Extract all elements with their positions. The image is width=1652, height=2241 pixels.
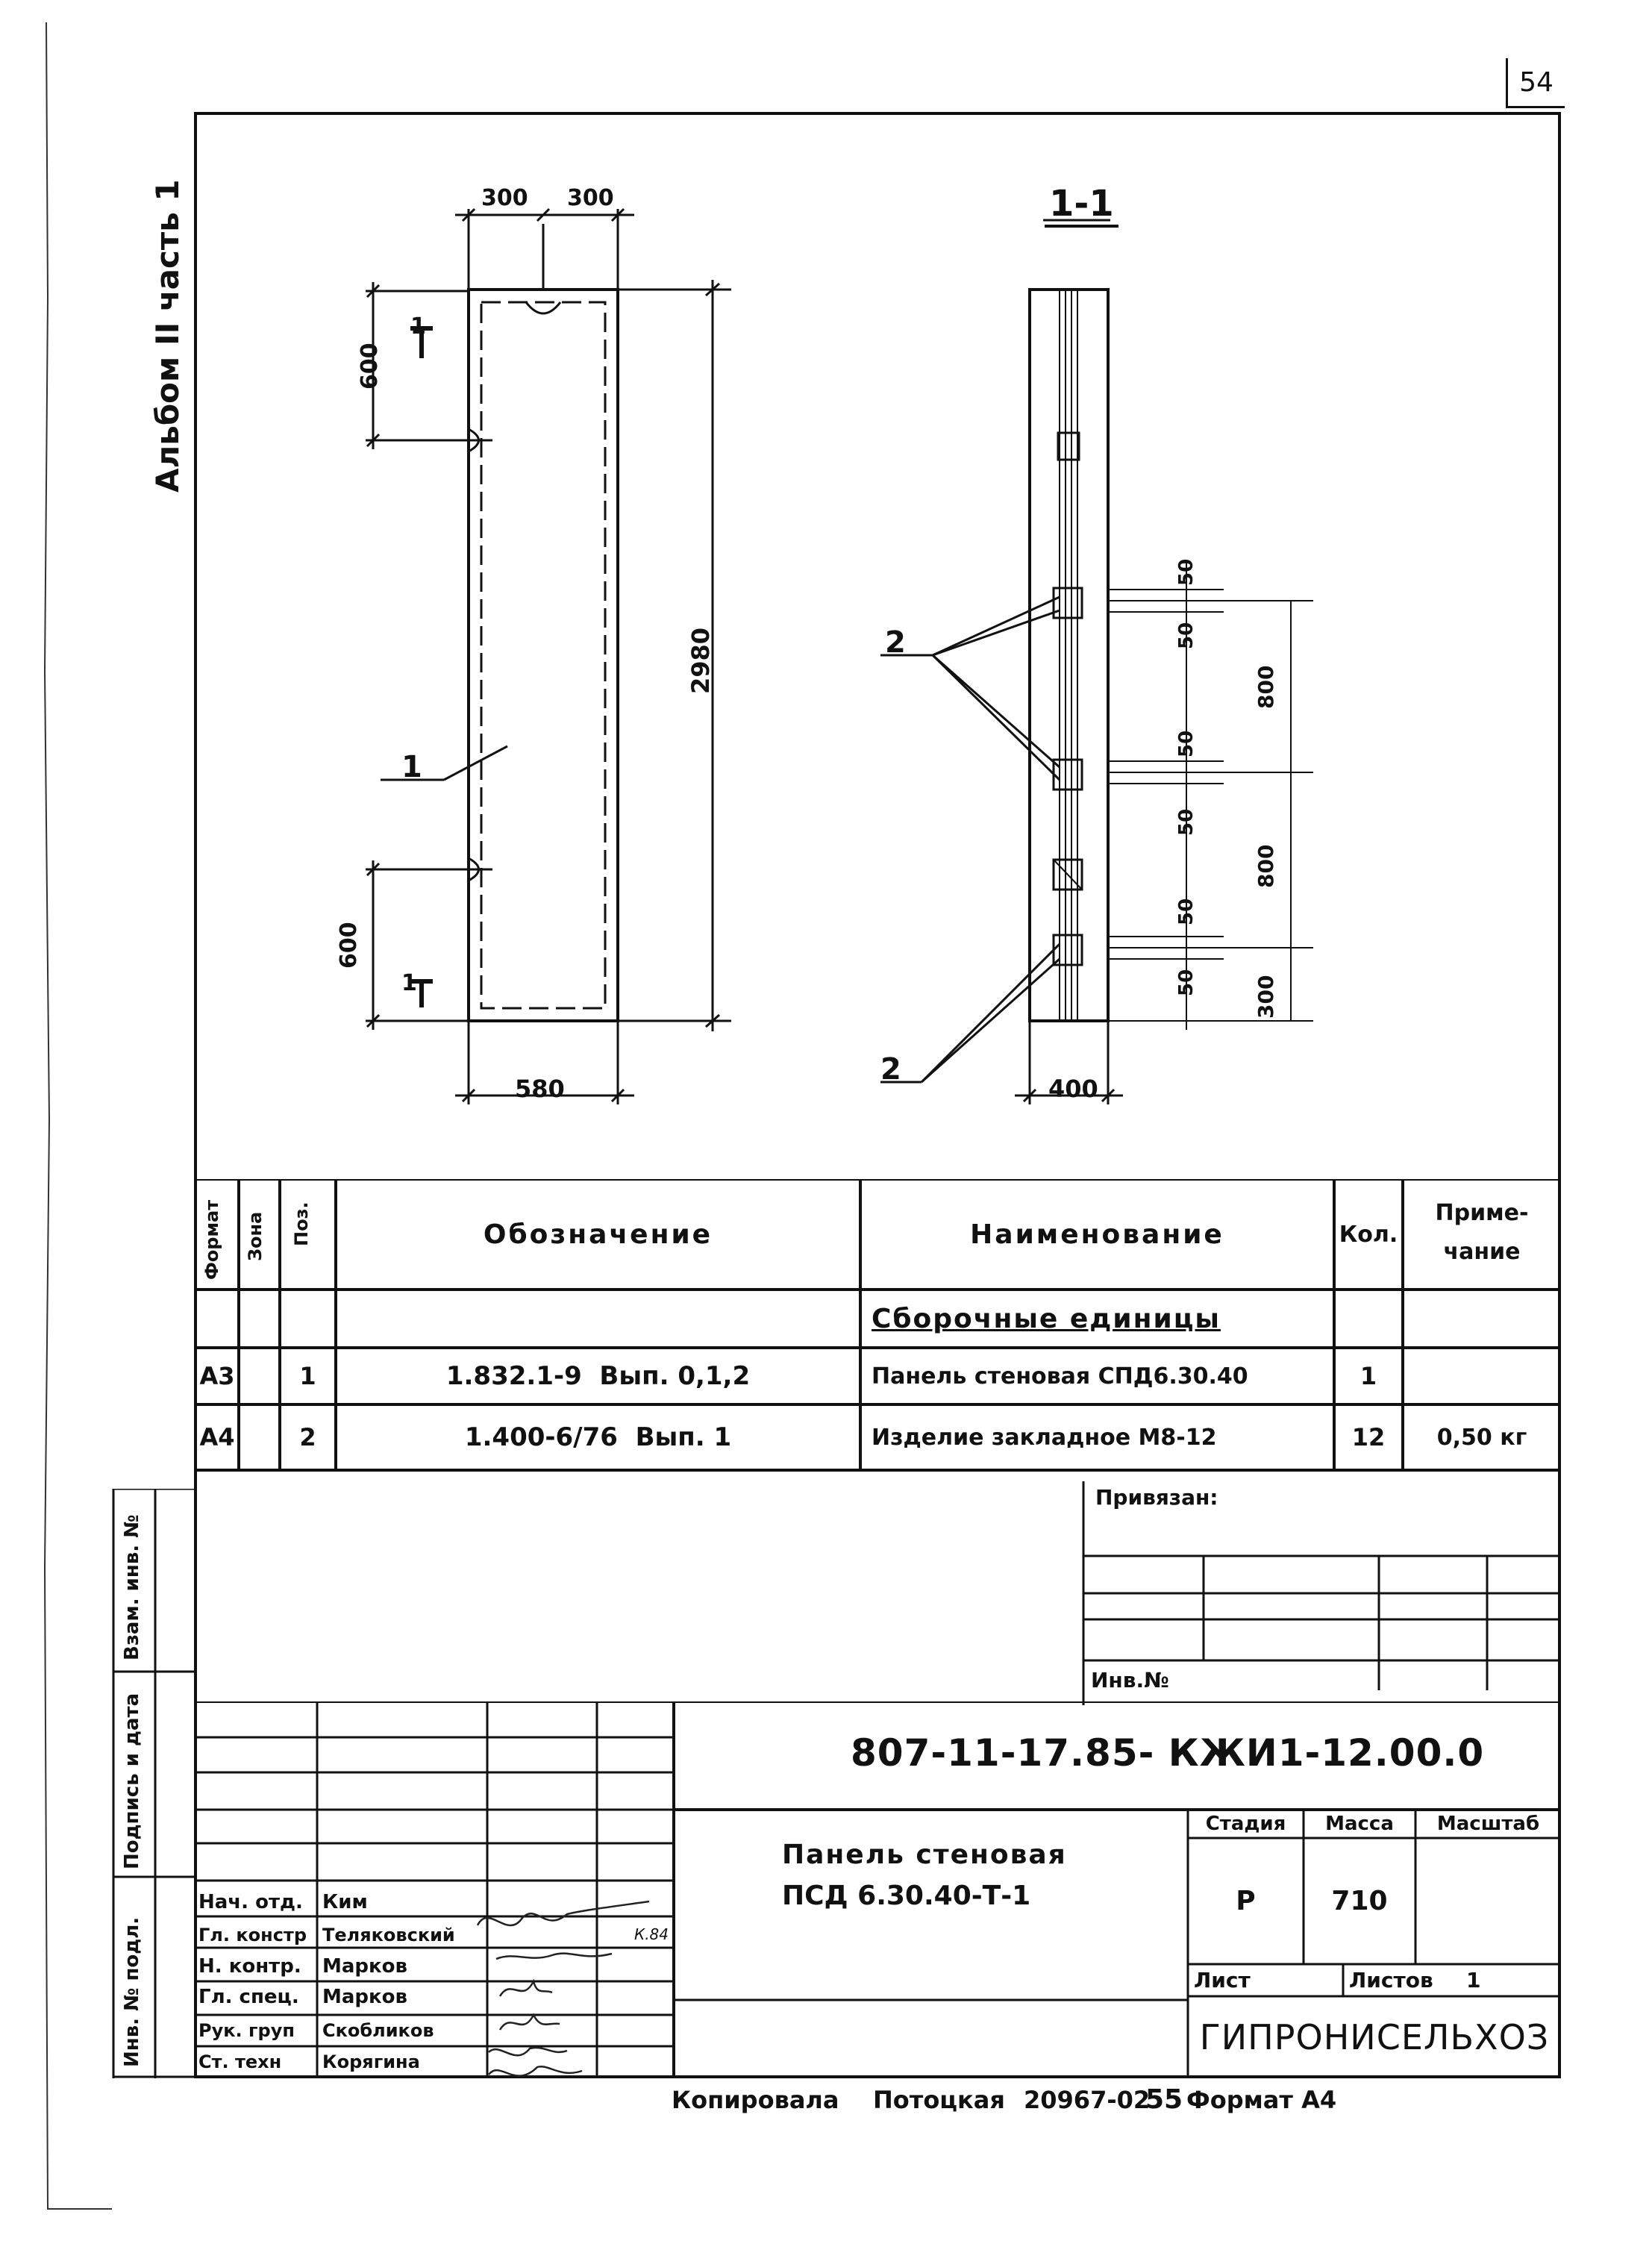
date-note: К.84 [634, 1925, 669, 1943]
dim-s-m1: 50 [1175, 730, 1198, 757]
dim-s-u3: 800 [1254, 665, 1278, 709]
staff-role-1: Нач. отд. [198, 1891, 303, 1913]
section-callout-lower: 2 [880, 1052, 901, 1087]
sheet-number: 54 [1506, 58, 1565, 108]
sheets-value: 1 [1466, 1968, 1481, 1992]
tab-inv: Инв. № подл. [121, 1916, 143, 2067]
row2-format: А4 [199, 1423, 235, 1451]
panel-section-outline [1028, 288, 1110, 1022]
panel-drawing [366, 207, 1313, 1104]
binding-grid [1082, 1481, 1561, 1705]
dim-s-l3: 300 [1254, 975, 1278, 1019]
mass-label: Масса [1325, 1813, 1394, 1835]
dim-height: 2980 [686, 627, 715, 694]
row1-pos: 1 [299, 1362, 316, 1390]
th-name: Наименование [970, 1219, 1224, 1250]
staff-role-4: Гл. спец. [198, 1986, 299, 2008]
footer-order: 20967-02 [1024, 2086, 1151, 2114]
th-designation: Обозначение [483, 1219, 713, 1250]
dim-s-u1: 50 [1175, 558, 1198, 586]
staff-name-4: Марков [322, 1986, 407, 2008]
panel-plan-inner [480, 301, 607, 1010]
title-block-grid [194, 1701, 1561, 2078]
tab-podpis: Подпись и дата [121, 1693, 143, 1869]
stage-label: Стадия [1205, 1813, 1286, 1835]
staff-role-3: Н. контр. [198, 1954, 301, 1978]
section-width: 400 [1048, 1075, 1098, 1103]
row1-format: А3 [199, 1362, 235, 1390]
section-mark-top: 1 [410, 313, 426, 340]
staff-role-6: Ст. техн [198, 2051, 282, 2072]
dim-top-right: 300 [567, 185, 614, 211]
row1-qty: 1 [1360, 1362, 1377, 1390]
th-pos: Поз. [291, 1201, 312, 1246]
row2-note: 0,50 кг [1436, 1424, 1527, 1451]
sheet-label: Лист [1194, 1968, 1251, 1992]
album-label: Альбом II часть 1 [149, 179, 186, 493]
th-note-2: чание [1443, 1238, 1521, 1265]
dim-top-left: 300 [481, 185, 528, 211]
section-title: 1-1 [1045, 183, 1118, 228]
staff-name-1: Ким [322, 1891, 368, 1913]
stage-value: Р [1236, 1886, 1256, 1916]
sheets-label: Листов [1349, 1968, 1433, 1992]
row2-name: Изделие закладное М8-12 [872, 1424, 1217, 1451]
plan-pos-1: 1 [401, 750, 422, 784]
binding-inv: Инв.№ [1091, 1668, 1169, 1693]
drawing-frame [194, 112, 1561, 2078]
th-qty: Кол. [1339, 1221, 1398, 1248]
spec-section-title: Сборочные единицы [872, 1303, 1221, 1334]
footer-format: Формат А4 [1186, 2086, 1337, 2114]
th-note-1: Приме- [1435, 1199, 1529, 1226]
doc-code: 807-11-17.85- КЖИ1-12.00.0 [851, 1731, 1485, 1775]
dim-lower-loop: 600 [336, 922, 362, 969]
row2-pos: 2 [299, 1423, 316, 1451]
row2-designation: 1.400-6/76 Вып. 1 [464, 1422, 732, 1452]
dim-s-m3: 800 [1254, 844, 1278, 888]
staff-name-2: Теляковский [322, 1924, 455, 1945]
product-name-2: ПСД 6.30.40-Т-1 [782, 1881, 1031, 1911]
tab-vzam: Взам. инв. № [121, 1514, 143, 1661]
panel-plan-outline [467, 288, 619, 1022]
dim-s-l2: 50 [1175, 969, 1198, 996]
spec-table-grid [194, 1179, 1561, 1472]
footer-page: 55 [1145, 2084, 1183, 2115]
row2-qty: 12 [1351, 1423, 1386, 1451]
scale-label: Масштаб [1436, 1813, 1540, 1835]
product-name-1: Панель стеновая [782, 1840, 1067, 1870]
left-tab-grid [112, 1489, 195, 2078]
dim-s-u2: 50 [1175, 622, 1198, 649]
th-zone: Зона [245, 1211, 266, 1261]
mass-value: 710 [1331, 1886, 1388, 1916]
section-callout-upper: 2 [885, 625, 906, 660]
dim-width: 580 [515, 1075, 565, 1103]
row1-designation: 1.832.1-9 Вып. 0,1,2 [445, 1361, 751, 1391]
th-format: Формат [201, 1199, 222, 1280]
footer-copier: Потоцкая [873, 2086, 1005, 2114]
staff-name-5: Скобликов [322, 2020, 434, 2041]
staff-name-6: Корягина [322, 2051, 420, 2072]
dim-upper-loop: 600 [357, 343, 383, 390]
section-mark-bottom: 1 [401, 970, 417, 996]
dim-s-m2: 50 [1175, 808, 1198, 836]
footer-copied: Копировала [672, 2086, 839, 2114]
org-name: ГИПРОНИСЕЛЬХОЗ [1199, 2017, 1550, 2057]
row1-name: Панель стеновая СПД6.30.40 [872, 1363, 1248, 1390]
dim-s-l1: 50 [1175, 898, 1198, 925]
staff-name-3: Марков [322, 1954, 407, 1978]
staff-role-2: Гл. констр [198, 1924, 307, 1945]
staff-role-5: Рук. груп [198, 2020, 295, 2041]
binding-title: Привязан: [1095, 1485, 1218, 1510]
